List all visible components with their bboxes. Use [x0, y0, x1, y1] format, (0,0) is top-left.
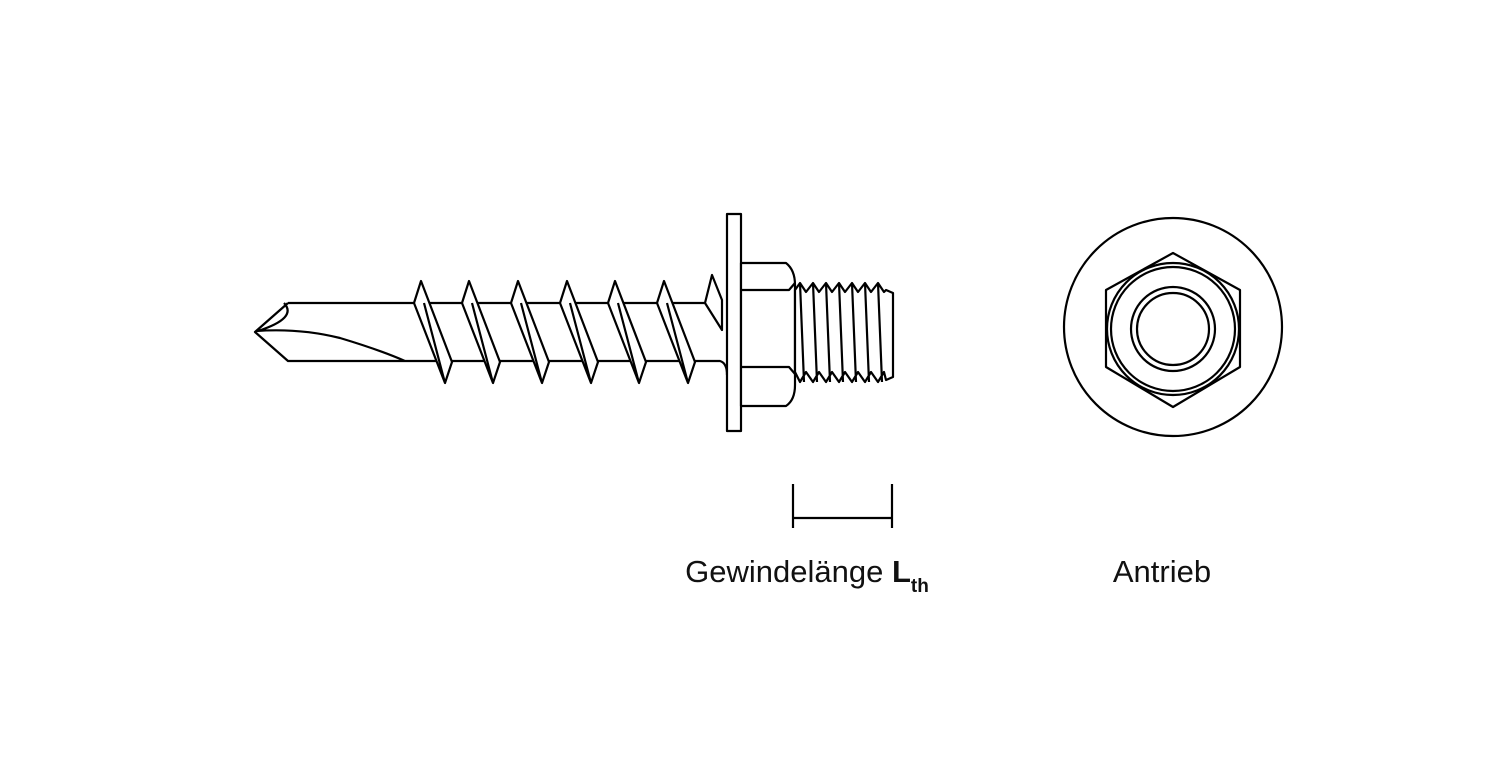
thread-length-label: Gewindelänge Lth — [685, 554, 929, 597]
thread-flight — [558, 279, 600, 385]
thread-length-subscript: th — [911, 576, 929, 597]
machine-thread — [793, 281, 895, 384]
thread-length-symbol: L — [892, 554, 911, 589]
thread-flights — [412, 273, 724, 385]
thread-flight — [509, 279, 551, 385]
thread-flight — [460, 279, 502, 385]
thread-flight — [655, 279, 697, 385]
thread-flight — [412, 279, 454, 385]
sealing-washer — [725, 212, 743, 433]
hex-head-edges — [741, 282, 796, 375]
hex-head — [739, 261, 797, 408]
hex-drive-icon — [1104, 251, 1242, 409]
thread-length-text: Gewindelänge — [685, 554, 883, 589]
thread-flight — [703, 273, 724, 332]
drive-end-view — [1062, 216, 1284, 438]
drill-tip — [253, 301, 729, 376]
thread-length-dimension — [791, 484, 894, 528]
screw-side-view — [253, 212, 895, 433]
drive-label: Antrieb — [1113, 554, 1211, 589]
thread-flight — [606, 279, 648, 385]
